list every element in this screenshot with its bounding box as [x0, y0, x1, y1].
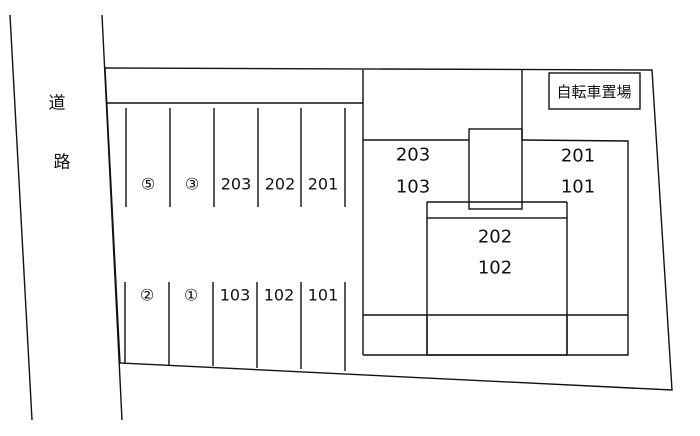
parking-space: ⑤ [140, 174, 156, 194]
bicycle-parking-label: 自転車置場 [556, 82, 632, 101]
parking-dividers [124, 108, 346, 371]
parking-space: ① [183, 285, 199, 305]
parking-space: ③ [184, 174, 200, 194]
parking-space: 101 [307, 285, 339, 305]
road-edge-left [9, 14, 33, 421]
lot-boundary [104, 67, 673, 391]
building-outline [362, 70, 629, 356]
parking-space: 202 [264, 174, 296, 194]
unit-label: 101 [560, 176, 596, 198]
bicycle-parking-box [548, 72, 641, 110]
unit-label: 202 [477, 226, 513, 248]
unit-label: 201 [560, 145, 596, 167]
parking-space: ② [139, 285, 155, 305]
parking-space: 102 [263, 285, 295, 305]
unit-label: 203 [395, 144, 431, 166]
parking-space: 201 [307, 174, 339, 194]
unit-label: 103 [395, 176, 431, 198]
parking-space: 103 [219, 285, 251, 305]
unit-label: 102 [477, 257, 513, 279]
road-label-1: 道 [48, 93, 66, 114]
parking-space: 203 [220, 174, 252, 194]
road-label-2: 路 [53, 152, 71, 173]
